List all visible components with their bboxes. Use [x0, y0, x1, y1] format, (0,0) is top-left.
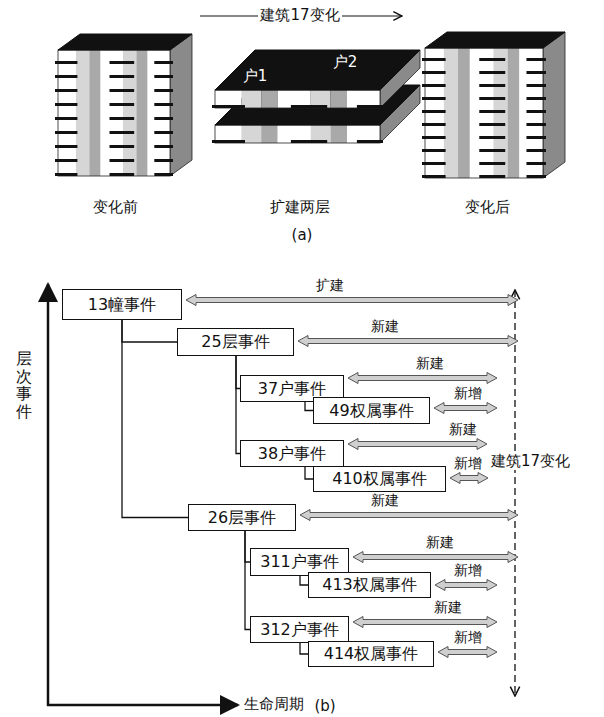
figure-caption: 扩建两层	[270, 198, 330, 216]
event-label: 49权属事件	[329, 401, 413, 420]
tree-connector	[236, 356, 240, 454]
lifecycle-arrow	[450, 473, 488, 484]
event-box: 410权属事件	[313, 466, 446, 492]
text-label: 建筑17变化	[489, 452, 572, 470]
event-box: 26层事件	[188, 504, 296, 531]
lifecycle-axis	[47, 704, 238, 707]
unit-label: 户2	[333, 53, 358, 71]
tree-connector	[300, 576, 308, 585]
event-box: 413权属事件	[308, 572, 431, 598]
event-box: 414权属事件	[308, 641, 434, 667]
event-label: 38户事件	[258, 444, 326, 463]
event-box: 13幢事件	[62, 289, 182, 320]
lifecycle-arrow	[298, 336, 518, 347]
change-title: 建筑17变化	[258, 6, 341, 24]
lifecycle-arrow	[435, 580, 497, 591]
lifecycle-label: 新增	[454, 629, 482, 646]
lifecycle-arrow	[434, 403, 497, 414]
event-label: 312户事件	[260, 620, 339, 639]
text-label: 生命周期	[244, 695, 304, 713]
lifecycle-arrow	[300, 510, 518, 521]
lifecycle-arrows	[186, 295, 518, 658]
building	[212, 50, 420, 108]
event-label: 25层事件	[201, 332, 269, 351]
event-label: 414权属事件	[324, 644, 419, 663]
event-label: 37户事件	[258, 379, 326, 398]
lifecycle-label: 新建	[416, 355, 444, 372]
lifecycle-arrow	[353, 552, 518, 563]
lifecycle-label: 扩建	[316, 277, 344, 294]
building	[55, 34, 192, 176]
lifecycle-arrow	[353, 617, 497, 628]
unit-label: 户1	[243, 67, 268, 85]
axis-title: 层次事件	[16, 350, 32, 420]
lifecycle-arrow	[348, 373, 497, 384]
figure-caption: 变化后	[465, 198, 510, 216]
lifecycle-label: 新增	[454, 385, 482, 402]
hierarchy-axis	[47, 284, 50, 706]
lifecycle-arrow	[186, 295, 518, 306]
lifecycle-label: 新建	[371, 492, 399, 509]
lifecycle-label: 新建	[449, 421, 477, 438]
figure-caption: 变化前	[93, 198, 138, 216]
event-label: 410权属事件	[332, 469, 427, 488]
event-box: 312户事件	[250, 616, 349, 643]
buildings	[55, 32, 565, 178]
figure-caption: (a)	[292, 226, 313, 244]
event-box: 25层事件	[177, 328, 294, 356]
change-span	[514, 290, 515, 696]
lifecycle-label: 新建	[371, 318, 399, 335]
tree-connector	[122, 320, 177, 342]
event-label: 413权属事件	[322, 575, 417, 594]
text-label: (b)	[314, 697, 335, 715]
tree-connector	[300, 643, 308, 654]
event-label: 26层事件	[208, 508, 276, 527]
lifecycle-label: 新增	[454, 455, 482, 472]
lifecycle-label: 新建	[426, 534, 454, 551]
event-box: 49权属事件	[313, 397, 430, 424]
event-box: 38户事件	[240, 440, 344, 467]
tree-connector	[305, 402, 313, 411]
lifecycle-arrow	[348, 439, 487, 450]
lifecycle-arrow	[438, 647, 497, 658]
lifecycle-label: 新增	[454, 562, 482, 579]
tree-connector	[305, 467, 313, 479]
tree-connector	[245, 531, 250, 630]
event-label: 13幢事件	[88, 295, 156, 314]
event-label: 311户事件	[260, 552, 339, 571]
lifecycle-label: 新建	[434, 599, 462, 616]
building	[422, 32, 565, 178]
